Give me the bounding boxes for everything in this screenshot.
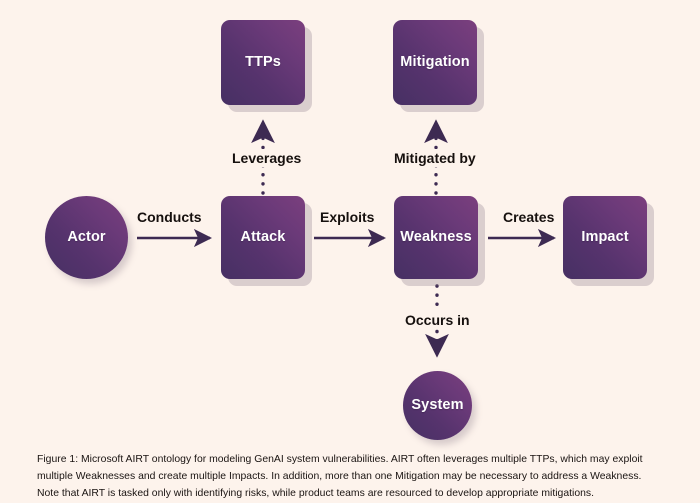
node-ttps-label: TTPs bbox=[245, 53, 281, 70]
node-weakness[interactable]: Weakness bbox=[394, 196, 478, 279]
node-actor[interactable]: Actor bbox=[45, 196, 128, 279]
node-actor-label: Actor bbox=[67, 228, 106, 245]
edge-label-leverages: Leverages bbox=[228, 149, 306, 167]
edge-label-occurs-in: Occurs in bbox=[401, 311, 474, 329]
diagram-canvas: Conducts Exploits Creates Leverages Miti… bbox=[37, 20, 647, 499]
edge-label-conducts: Conducts bbox=[137, 209, 202, 225]
edge-label-exploits: Exploits bbox=[320, 209, 375, 225]
node-system-label: System bbox=[411, 396, 464, 413]
edge-label-mitigated-by: Mitigated by bbox=[390, 149, 480, 167]
node-impact-label: Impact bbox=[581, 228, 629, 245]
node-ttps[interactable]: TTPs bbox=[221, 20, 305, 105]
node-weakness-label: Weakness bbox=[400, 228, 472, 245]
node-mitigation[interactable]: Mitigation bbox=[393, 20, 477, 105]
node-impact[interactable]: Impact bbox=[563, 196, 647, 279]
edge-label-creates: Creates bbox=[503, 209, 555, 225]
node-attack[interactable]: Attack bbox=[221, 196, 305, 279]
node-mitigation-label: Mitigation bbox=[400, 53, 470, 70]
node-attack-label: Attack bbox=[240, 228, 286, 245]
figure-caption: Figure 1: Microsoft AIRT ontology for mo… bbox=[37, 454, 643, 499]
node-system[interactable]: System bbox=[403, 371, 472, 440]
